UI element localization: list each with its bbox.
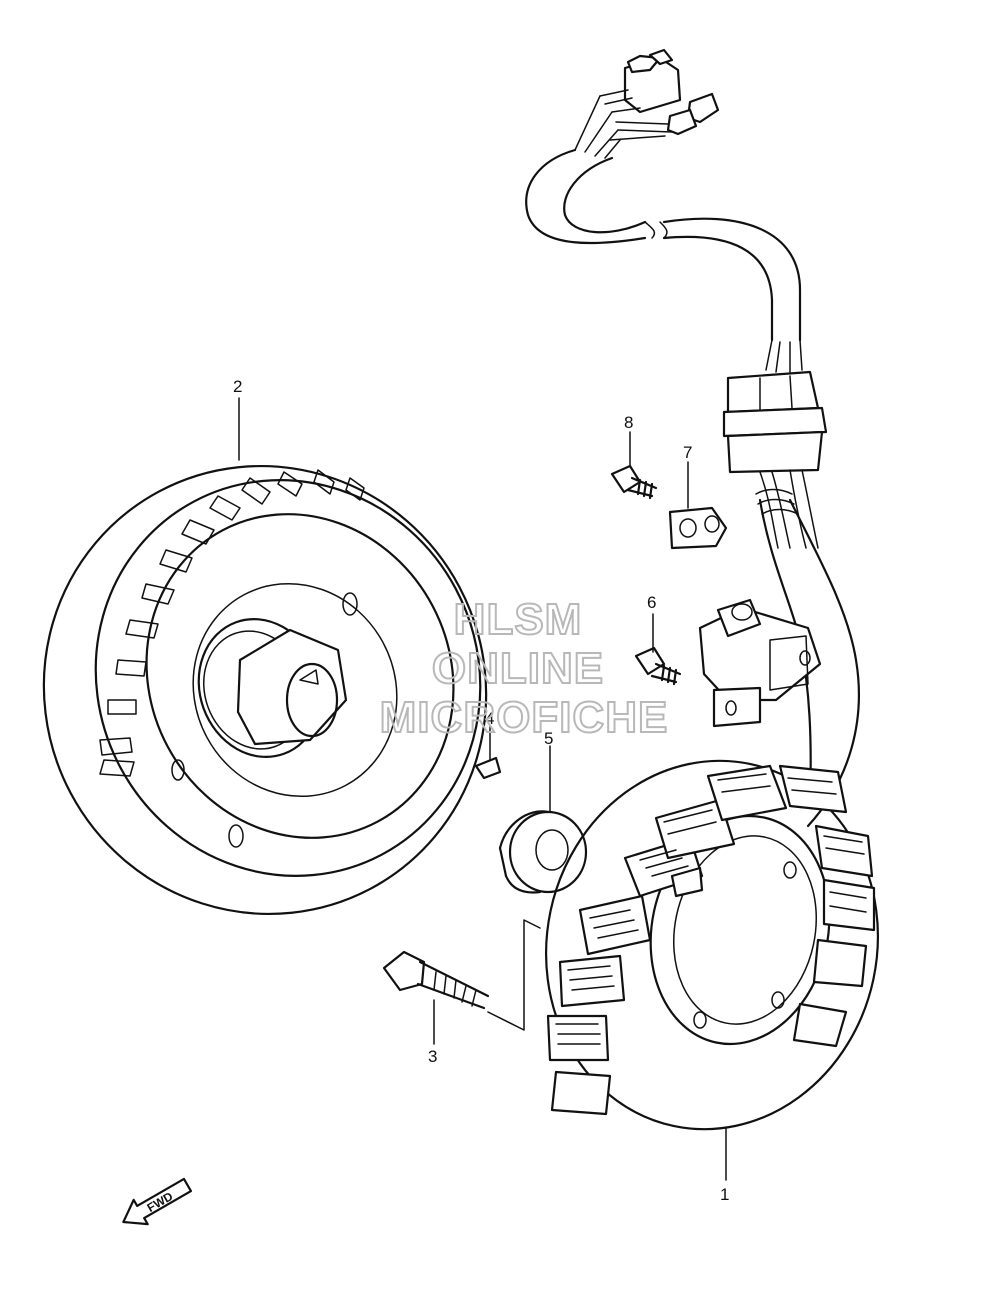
top-connector [574, 48, 720, 159]
callout-8: 8 [624, 413, 633, 432]
screw-6 [634, 646, 682, 686]
callout-7: 7 [683, 443, 692, 462]
wire-harness [525, 48, 860, 828]
callout-4: 4 [485, 709, 494, 728]
callout-lines [238, 397, 727, 1181]
clamp [668, 506, 728, 550]
bushing [498, 810, 588, 894]
watermark-line-3: MICROFICHE [380, 693, 669, 742]
arrow-left-down-icon [122, 1177, 193, 1226]
callout-5: 5 [544, 729, 553, 748]
callout-6: 6 [647, 593, 656, 612]
key [474, 756, 502, 780]
watermark-line-1: HLSM [454, 595, 583, 644]
callout-2: 2 [233, 377, 242, 396]
callout-3: 3 [428, 1047, 437, 1066]
rotor [42, 464, 488, 916]
middle-connector [722, 370, 828, 474]
watermark-line-2: ONLINE [432, 644, 604, 693]
stator [544, 759, 880, 1131]
watermark: HLSM ONLINE MICROFICHE [379, 594, 669, 743]
pickup-sensor [698, 598, 822, 728]
fwd-direction-marker: FWD [122, 1177, 193, 1226]
bolt [382, 919, 541, 1031]
callout-1: 1 [720, 1185, 729, 1204]
screw-8 [610, 464, 658, 500]
